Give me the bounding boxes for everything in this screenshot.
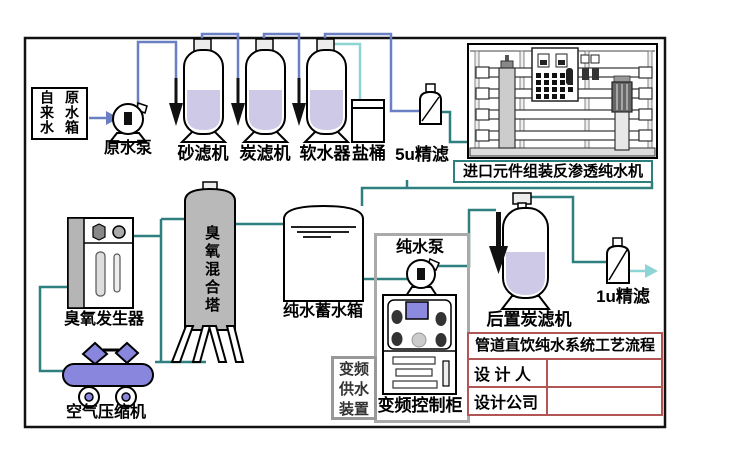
salt-bucket-icon bbox=[351, 99, 385, 143]
design-company-label: 设计公司 bbox=[469, 388, 548, 414]
post-carbon-tank bbox=[499, 192, 552, 310]
vfd-supply-line3: 装置 bbox=[338, 401, 369, 418]
ro-control-panel bbox=[531, 47, 600, 102]
designer-label: 设 计 人 bbox=[469, 360, 548, 386]
source-tank-box: 自来水 原水箱 bbox=[31, 87, 88, 140]
pure-water-tank-icon bbox=[283, 204, 364, 302]
softener-label: 软水器 bbox=[299, 144, 351, 163]
air-compressor-label: 空气压缩机 bbox=[65, 404, 146, 421]
sand-filter-tank bbox=[179, 38, 228, 143]
ro-pump-column-right bbox=[611, 75, 633, 151]
source-tank-line1: 自来水 bbox=[39, 90, 55, 135]
vfd-supply-line1: 变频 bbox=[338, 361, 369, 378]
ro-pump-column-left bbox=[498, 55, 516, 149]
title-block: 管道直饮纯水系统工艺流程 设 计 人 设计公司 bbox=[467, 332, 663, 416]
fine-filter-1u-icon bbox=[606, 237, 630, 284]
sand-filter-label: 砂滤机 bbox=[177, 144, 229, 163]
diagram-border bbox=[23, 36, 667, 429]
ozone-tower-label: 臭氧混合塔 bbox=[203, 225, 220, 315]
post-carbon-label: 后置炭滤机 bbox=[486, 310, 572, 329]
pump-cabinet-box bbox=[374, 233, 470, 423]
air-compressor-icon bbox=[62, 341, 154, 408]
ro-machine-icon bbox=[467, 43, 658, 159]
vfd-supply-box: 变频 供水 装置 bbox=[331, 356, 377, 420]
ozone-tower-icon bbox=[170, 181, 245, 363]
source-tank-line2: 原水箱 bbox=[64, 90, 80, 135]
vfd-supply-line2: 供水 bbox=[338, 381, 369, 398]
pure-water-tank-label: 纯水蓄水箱 bbox=[282, 303, 363, 320]
carbon-filter-tank bbox=[241, 38, 290, 143]
salt-bucket-label: 盐桶 bbox=[352, 144, 386, 163]
softener-tank bbox=[302, 38, 351, 143]
pipes-raw-water bbox=[89, 32, 420, 125]
ozone-generator-label: 臭氧发生器 bbox=[63, 311, 144, 328]
carbon-filter-label: 炭滤机 bbox=[239, 144, 291, 163]
vfd-cabinet-label: 变频控制柜 bbox=[377, 396, 463, 415]
fine-filter-5u-label: 5u精滤 bbox=[395, 145, 449, 164]
fine-filter-1u-label: 1u精滤 bbox=[596, 287, 650, 306]
fine-filter-5u-icon bbox=[419, 83, 442, 125]
flow-arrows bbox=[169, 78, 508, 274]
designer-value bbox=[548, 360, 661, 386]
pure-pump-label: 纯水泵 bbox=[395, 239, 444, 256]
pipes-teal bbox=[38, 110, 654, 373]
vfd-cabinet-icon bbox=[382, 294, 457, 395]
pure-pump-icon bbox=[404, 257, 440, 297]
ozone-generator-icon bbox=[67, 217, 134, 309]
design-company-value bbox=[548, 388, 661, 414]
pipe-outlet bbox=[629, 264, 658, 278]
raw-pump-icon bbox=[107, 102, 149, 143]
title-block-title: 管道直饮纯水系统工艺流程 bbox=[469, 334, 661, 360]
raw-pump-label: 原水泵 bbox=[103, 140, 152, 157]
ro-machine-label: 进口元件组装反渗透纯水机 bbox=[453, 160, 653, 183]
